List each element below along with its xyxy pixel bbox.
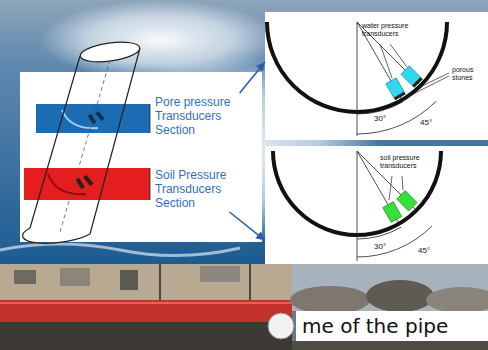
left-panel	[20, 72, 262, 242]
transducer-mark	[95, 111, 104, 121]
angle-ray	[357, 22, 421, 86]
transducer-mark	[83, 175, 93, 186]
red-beam	[0, 300, 292, 322]
band-edge	[150, 104, 151, 133]
leader-line	[402, 176, 403, 190]
post	[159, 264, 161, 300]
post	[249, 264, 251, 300]
beam-highlight	[0, 302, 292, 304]
cross-section-panel: water pressure transducers porous stones 3…	[265, 12, 488, 140]
window	[14, 270, 36, 284]
section-label: Soil Pressure Transducers Section	[153, 166, 255, 212]
pore-pressure-band	[36, 104, 150, 133]
water-pressure-transducer	[401, 66, 423, 88]
rock	[426, 287, 488, 313]
leader-line	[405, 76, 449, 98]
text-position: soil pressure transducers	[380, 154, 430, 170]
section-panel	[265, 146, 488, 264]
angle-label: 30°	[374, 114, 392, 123]
pipe-centre-line	[60, 60, 110, 232]
porous-stone	[394, 92, 406, 101]
wave-line	[0, 244, 240, 256]
text-position: 30°	[374, 114, 392, 123]
window	[200, 266, 240, 282]
pipe-end	[268, 313, 294, 339]
section-panel	[265, 12, 488, 140]
pipe-bottom-end	[23, 228, 90, 243]
window	[120, 270, 138, 290]
pointer-arrow	[230, 212, 266, 240]
transducer-label: soil pressure transducers	[380, 154, 430, 170]
rock	[290, 286, 370, 314]
transducer-mark	[76, 178, 85, 190]
rock	[366, 280, 434, 312]
porous-stone-label: porous stones	[452, 66, 486, 82]
leader-line	[389, 176, 392, 200]
angle-label: 30°	[374, 242, 392, 251]
section-label: Pore pressure Transducers Section	[153, 93, 255, 139]
angle-dimension	[357, 101, 436, 134]
leader-line	[420, 73, 449, 87]
transducer-arc	[48, 174, 86, 194]
pipe-wall	[30, 56, 80, 228]
cross-section-panel: soil pressure transducers 30° 45°	[265, 146, 488, 264]
reference-line	[357, 151, 358, 261]
rock-base	[292, 341, 488, 350]
deck-shadow	[0, 322, 292, 350]
text-position: 45°	[418, 246, 436, 255]
angle-dimension	[357, 102, 403, 114]
leader-line	[390, 44, 407, 67]
transducer-label: water pressure transducers	[362, 22, 418, 38]
text-position: 45°	[420, 118, 438, 127]
text-position: water pressure transducers	[362, 22, 418, 38]
caption-box: me of the pipe	[296, 311, 488, 341]
window	[60, 268, 90, 286]
transducer-body	[397, 191, 418, 212]
angle-dimension	[357, 227, 401, 239]
deck-structure	[0, 264, 292, 300]
band-edge	[150, 168, 151, 200]
reference-line	[357, 22, 358, 136]
label-text: Soil Pressure Transducers Section	[155, 168, 253, 210]
pipe-wall	[90, 48, 140, 234]
water-pressure-transducer	[386, 78, 406, 100]
pointer-arrow	[240, 62, 265, 93]
transducer-arc	[62, 110, 98, 128]
sea-photo	[0, 0, 488, 264]
leader-line	[380, 44, 392, 78]
angle-label: 45°	[418, 246, 436, 255]
label-text: me of the pipe	[302, 311, 488, 341]
label-text: Pore pressure Transducers Section	[155, 95, 253, 137]
angle-label: 45°	[420, 118, 438, 127]
soil-pressure-transducer	[383, 202, 402, 223]
text-position: 30°	[374, 242, 392, 251]
text-position: porous stones	[452, 66, 486, 82]
soil-pressure-transducer	[397, 191, 418, 212]
transducer-body	[383, 202, 402, 223]
